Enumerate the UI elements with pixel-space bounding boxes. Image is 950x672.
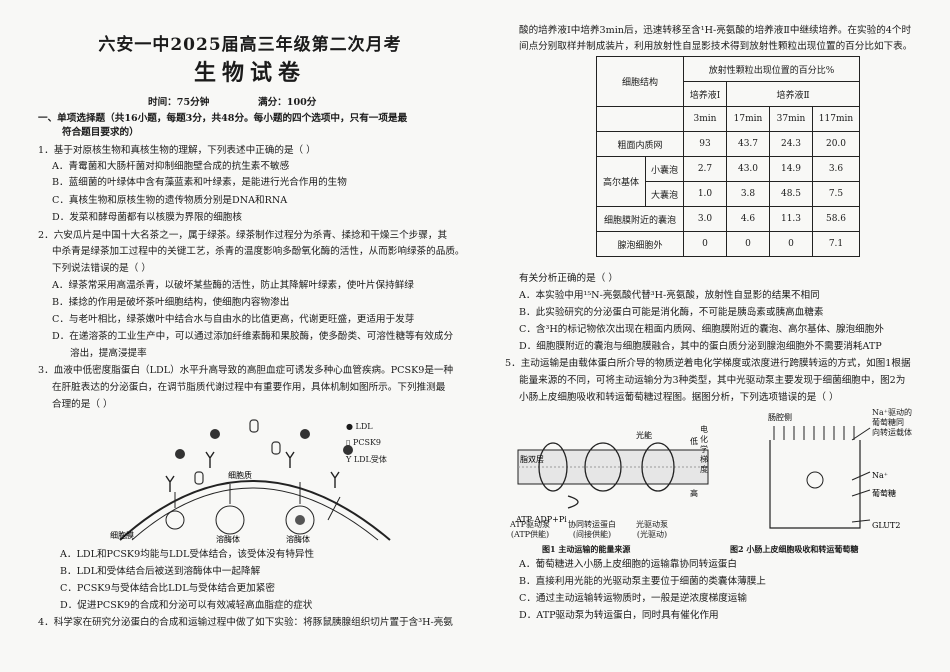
q1-option-c: C．真核生物和原核生物的遗传物质分别是DNA和RNA — [52, 195, 288, 206]
time-17: 17min — [726, 106, 770, 132]
q2-option-c: C．与老叶相比，绿茶嫩叶中结合水与自由水的比值更高，代谢更旺盛，更适用于发芽 — [52, 314, 415, 325]
q3-stem-3: 合理的是（ ） — [52, 399, 113, 410]
fig1-atp: ATP ADP+Pi — [515, 515, 567, 524]
label-lysosome-2: 溶酶体 — [286, 534, 310, 544]
fig1-caption: 图1 主动运输的能量来源 — [542, 544, 631, 554]
q1-option-b: B．蓝细菌的叶绿体中含有藻蓝素和叶绿素，是能进行光合作用的生物 — [52, 177, 347, 188]
q3-option-b: B．LDL和受体结合后被送到溶酶体中一起降解 — [60, 566, 261, 577]
fig2-caption: 图2 小肠上皮细胞吸收和转运葡萄糖 — [730, 544, 859, 554]
fig1-type-atp: ATP驱动泵 (ATP供能) — [510, 520, 551, 539]
intestinal-cell-figure-2: 肠腔侧 Na⁺ 葡萄糖 GLUT2 — [768, 412, 900, 530]
q3-stem-1: 3．血液中低密度脂蛋白（LDL）水平升高导致的高胆血症可诱发多种心血管疾病。PC… — [38, 365, 454, 376]
fig2-lumen: 肠腔侧 — [768, 412, 792, 422]
ldl-pcsk9-diagram: 细胞质 细胞膜 溶酶体 溶酶体 — [110, 419, 391, 544]
q5-option-c: C．通过主动运输转运物质时，一般是逆浓度梯度运输 — [519, 593, 747, 604]
label-lysosome-1: 溶酶体 — [216, 534, 240, 544]
exam-title: 六安一中2025届高三年级第二次月考 — [98, 35, 402, 55]
table-row: 细胞膜附近的囊泡 3.0 4.6 11.3 58.6 — [596, 206, 860, 232]
q1-stem: 1．基于对原核生物和真核生物的理解，下列表述中正确的是（ ） — [38, 145, 316, 156]
q1-option-a: A．青霉菌和大肠杆菌对抑制细胞壁合成的抗生素不敏感 — [52, 161, 290, 172]
q2-option-a: A．绿茶常采用高温杀青，以破坏某些酶的活性，防止其降解叶绿素，使叶片保持鲜绿 — [52, 280, 414, 291]
section-heading-cont: 符合题目要求的） — [62, 127, 139, 138]
q2-option-d: D．在递溶茶的工业生产中，可以通过添加纤维素酶和果胶酶，使多酚类、可溶性糖等有效… — [52, 331, 454, 342]
q4-stem-1: 4．科学家在研究分泌蛋白的合成和运输过程中做了如下实验：将豚鼠胰腺组织切片置于含… — [38, 617, 453, 628]
q2-stem-3: 下列说法错误的是（ ） — [52, 263, 151, 274]
q5-stem-1: 5．主动运输是由载体蛋白所介导的物质逆着电化学梯度或浓度进行跨膜转运的方式，如图… — [505, 358, 911, 369]
q4-option-a: A．本实验中用¹⁵N-亮氨酸代替³H-亮氨酸，放射性自显影的结果不相同 — [519, 290, 820, 301]
fig2-na-carrier: Na⁺驱动的 葡萄糖同 向转运载体 — [872, 408, 912, 437]
exam-subtitle: 生物试卷 — [193, 60, 306, 86]
fig1-type-cotransport: 协同转运蛋白 (间接供能) — [568, 520, 616, 539]
q2-stem-2: 中杀青是绿茶加工过程中的关键工艺，杀青的温度影响多酚氧化酶的活性，从而影响绿茶的… — [52, 246, 465, 257]
table-row: 腺泡细胞外 0 0 0 7.1 — [596, 231, 860, 257]
row-head: 细胞结构 — [596, 56, 684, 107]
q4-stem-2: 酸的培养液Ⅰ中培养3min后，迅速转移至含¹H-亮氨酸的培养液Ⅱ中继续培养。在实… — [519, 25, 912, 36]
time-117: 117min — [812, 106, 860, 132]
time-3: 3min — [683, 106, 727, 132]
q1-option-d: D．发菜和酵母菌都有以核膜为界限的细胞核 — [52, 212, 242, 223]
fig2-na: Na⁺ — [872, 471, 888, 480]
time-37: 37min — [769, 106, 813, 132]
q4-option-d: D．细胞膜附近的囊泡与细胞膜融合，其中的蛋白质分泌到腺泡细胞外不需要消耗ATP — [519, 341, 882, 352]
q2-option-d-cont: 溶出，提高浸提率 — [70, 348, 147, 359]
label-membrane: 细胞膜 — [110, 530, 134, 540]
table-row: 高尔基体 小囊泡 2.7 43.0 14.9 3.6 — [596, 156, 860, 207]
q3-option-a: A．LDL和PCSK9均能与LDL受体结合，该受体没有特异性 — [60, 549, 315, 560]
table-row: 粗面内质网 93 43.7 24.3 20.0 — [596, 131, 860, 157]
q4-question: 有关分析正确的是（ ） — [519, 273, 618, 284]
q5-option-a: A．葡萄糖进入小肠上皮细胞的运输靠协同转运蛋白 — [519, 559, 737, 570]
legend-ldl: ● LDL — [346, 422, 373, 431]
fig2-glut2: GLUT2 — [872, 521, 900, 530]
table-row: 大囊泡 1.0 3.8 48.5 7.5 — [597, 181, 860, 207]
exam-time: 时间：75分钟 — [148, 97, 210, 108]
fig2-glucose: 葡萄糖 — [872, 488, 896, 498]
fig1-light: 光能 — [636, 430, 652, 440]
q3-option-c: C．PCSK9与受体结合比LDL与受体结合更加紧密 — [60, 583, 275, 594]
results-table: 细胞结构 放射性颗粒出现位置的百分比% 培养液Ⅰ 培养液Ⅱ 3min 17min… — [596, 56, 860, 257]
fig1-low: 低 — [690, 436, 698, 446]
q2-option-b: B．揉捻的作用是破坏茶叶细胞结构，使细胞内容物渗出 — [52, 297, 290, 308]
fig1-bilayer: 脂双层 — [520, 454, 544, 464]
q5-option-d: D．ATP驱动泵为转运蛋白，同时具有催化作用 — [519, 610, 719, 621]
q5-stem-2: 能量来源的不同，可将主动运输分为3种类型，其中光驱动泵主要发现于细菌细胞中，图2… — [519, 375, 906, 386]
q3-option-d: D．促进PCSK9的合成和分泌可以有效减轻高血脂症的症状 — [60, 600, 313, 611]
q3-stem-2: 在肝脏表达的分泌蛋白，在调节脂质代谢过程中有重要作用，具体机制如图所示。下列推测… — [52, 382, 446, 393]
col-group-head: 放射性颗粒出现位置的百分比% — [683, 56, 860, 82]
q4-option-c: C．含³H的标记物依次出现在粗面内质网、细胞膜附近的囊泡、高尔基体、腺泡细胞外 — [519, 324, 884, 335]
q4-option-b: B．此实验研究的分泌蛋白可能是消化酶，不可能是胰岛素或胰高血糖素 — [519, 307, 824, 318]
legend-ldl-receptor: Y LDL受体 — [346, 455, 387, 464]
label-cytoplasm: 细胞质 — [228, 470, 252, 480]
medium-2: 培养液Ⅱ — [726, 81, 860, 107]
q4-stem-3: 间点分别取样并制成装片，利用放射性自显影技术得到放射性颗粒出现位置的百分比如下表… — [519, 41, 913, 52]
medium-1: 培养液Ⅰ — [683, 81, 727, 107]
fig1-gradient: 电化学梯度 — [700, 425, 708, 474]
golgi-head: 高尔基体 — [596, 156, 646, 207]
fig1-type-light: 光驱动泵 (光驱动) — [636, 520, 668, 539]
fig1-high: 高 — [690, 488, 698, 498]
section-heading: 一、单项选择题（共16小题，每题3分，共48分。每小题的四个选项中，只有一项是最 — [38, 113, 408, 124]
q2-stem-1: 2．六安瓜片是中国十大名茶之一，属于绿茶。绿茶制作过程分为杀青、揉捻和干燥三个步… — [38, 230, 448, 241]
active-transport-figure-1: 光能 低 高 脂双层 ATP ADP+Pi — [515, 430, 709, 524]
exam-score: 满分：100分 — [258, 97, 317, 108]
legend-pcsk9: ▯ PCSK9 — [346, 438, 382, 447]
q5-stem-3: 小肠上皮细胞吸收和转运葡萄糖过程图。据图分析，下列选项错误的是（ ） — [519, 392, 839, 403]
q5-option-b: B．直接利用光能的光驱动泵主要位于细菌的类囊体薄膜上 — [519, 576, 766, 587]
